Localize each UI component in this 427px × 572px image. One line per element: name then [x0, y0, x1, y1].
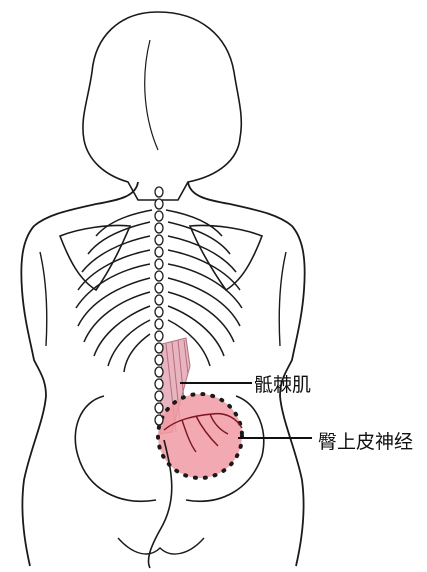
left-ribs	[76, 210, 152, 372]
hair-strand	[145, 40, 158, 150]
right-arm-line	[279, 252, 286, 346]
head-hair-outline	[83, 12, 241, 200]
buttock-crease	[118, 538, 204, 554]
left-arm-line	[40, 252, 47, 346]
right-scapula	[190, 225, 262, 290]
erector-spinae-label: 骶棘肌	[254, 370, 311, 397]
left-scapula	[60, 225, 130, 290]
superior-cluneal-nerve-label: 臀上皮神经	[318, 427, 413, 454]
nerve-highlight-region	[158, 394, 242, 478]
